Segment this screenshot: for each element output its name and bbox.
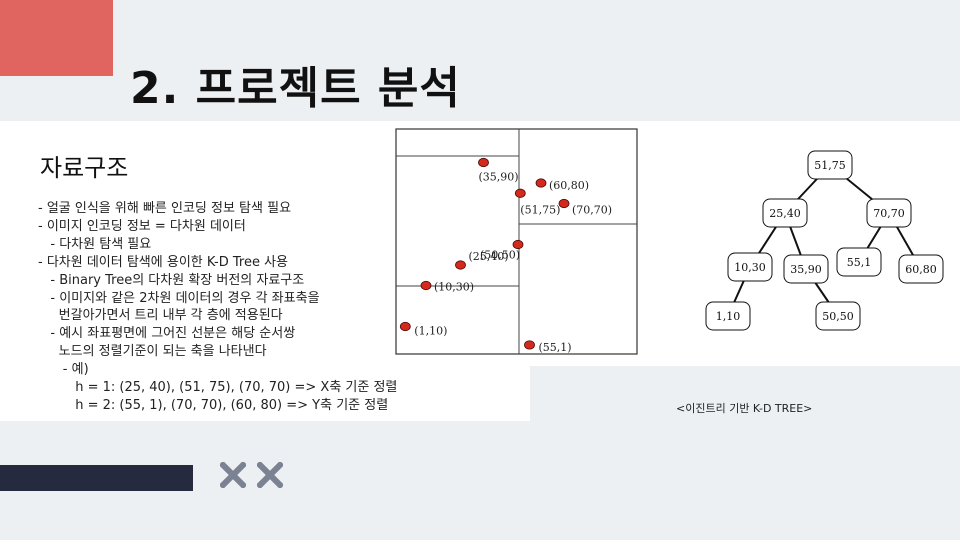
tree-node [705,301,751,331]
point-label: (10,30) [434,281,474,294]
tree-node [727,252,773,282]
tree-node [815,301,861,331]
tree-node-label: 35,90 [790,263,822,276]
point-label: (60,80) [549,179,589,192]
point-marker [478,157,489,168]
bullet-line: - 다차원 데이터 탐색에 용이한 K-D Tree 사용 [38,254,289,270]
tree-node [898,254,944,284]
tree-node-label: 70,70 [873,207,905,220]
point-marker [399,321,411,332]
tree-node-label: 1,10 [716,310,741,323]
diagram-caption: <이진트리 기반 K-D TREE> [676,402,813,415]
tree-node-label: 60,80 [905,263,937,276]
bullet-line: - 이미지 인코딩 정보 = 다차원 데이터 [38,218,246,234]
point-marker [512,239,524,250]
point-label: (35,90) [479,171,519,184]
tree-node [762,198,808,228]
point-label: (25,40) [469,250,509,263]
bullet-line: - 다차원 탐색 필요 [38,236,152,252]
point-label: (1,10) [414,325,447,338]
red-accent-block [0,0,113,76]
section-heading: 자료구조 [40,154,129,182]
x-mark-icon [257,462,283,488]
point-marker [558,198,570,209]
bullet-line: - Binary Tree의 다차원 확장 버전의 자료구조 [38,272,305,288]
tree-node-label: 50,50 [822,310,854,323]
bullet-line: 번갈아가면서 트리 내부 각 층에 적용된다 [38,308,283,324]
tree-node-label: 51,75 [814,159,846,172]
bullet-list: - 얼굴 인식을 위해 빠른 인코딩 정보 탐색 필요 - 이미지 인코딩 정보… [38,200,397,415]
tree-node [807,150,853,180]
point-label: (55,1) [539,341,572,354]
kd-partition-plane: (35,90) (60,80) (51,75) (70,70) (50,50)(25,4… [395,128,638,355]
kd-tree-diagram: 51,75 25,40 70,70 10,30 35,90 55,1 60,80 1,10 50… [705,150,944,331]
bullet-line: - 예) [38,362,89,378]
navy-accent-bar [0,465,193,491]
tree-node [836,247,882,277]
tree-node-label: 55,1 [847,256,872,269]
bullet-line: h = 1: (25, 40), (51, 75), (70, 70) => X… [38,380,398,396]
bullet-line: - 이미지와 같은 2차원 데이터의 경우 각 좌표축을 [38,290,320,306]
point-marker [524,340,535,350]
tree-node [866,198,912,228]
bullet-line: - 얼굴 인식을 위해 빠른 인코딩 정보 탐색 필요 [38,201,292,216]
bullet-line: 노드의 정렬기준이 되는 축을 나타낸다 [38,344,267,360]
slide-title: 2. 프로젝트 분석 [130,63,461,114]
point-marker [514,188,526,198]
point-label: (70,70) [572,204,612,217]
bullet-line: h = 2: (55, 1), (70, 70), (60, 80) => Y축… [38,397,389,413]
tree-node-label: 10,30 [734,261,766,274]
point-marker [420,280,432,291]
bullet-line: - 예시 좌표평면에 그어진 선분은 해당 순서쌍 [38,326,296,342]
point-label: (50,50) [480,249,520,262]
point-marker [455,260,466,270]
point-label: (51,75) [520,203,560,216]
x-mark-icon [220,462,246,488]
point-marker [535,178,547,188]
tree-node [783,254,829,284]
tree-node-label: 25,40 [769,207,801,220]
